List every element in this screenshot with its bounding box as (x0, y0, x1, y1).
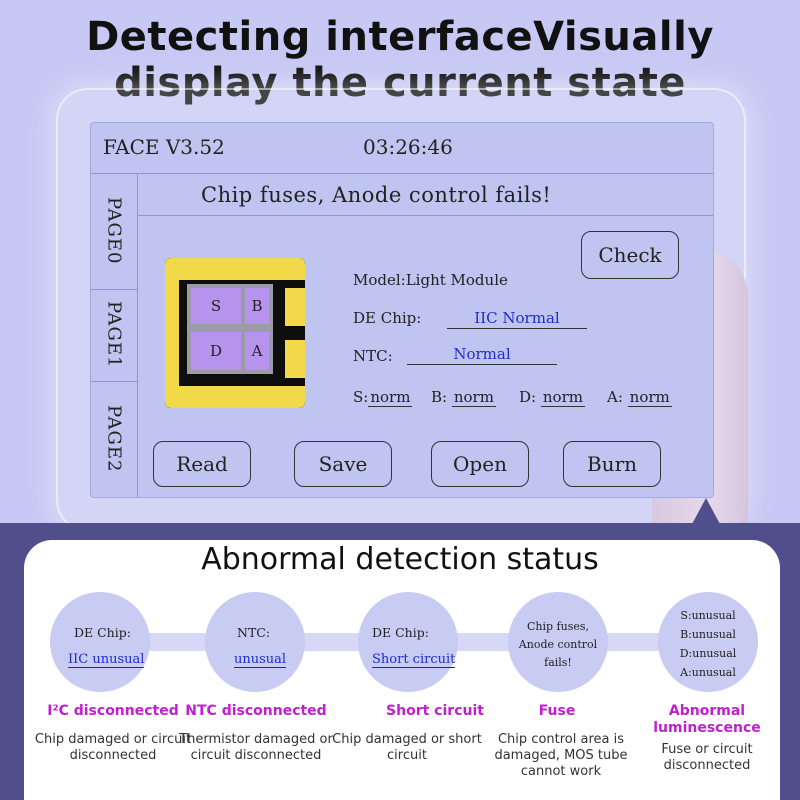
status-fuse: Fuse (538, 703, 576, 719)
tab-page0[interactable]: PAGE0 (91, 173, 137, 289)
node-2-value: unusual (234, 652, 287, 668)
ntc-label: NTC: (353, 347, 393, 365)
node-5-line-1: S:unusual (680, 609, 736, 622)
tab-page1-label: PAGE1 (103, 301, 125, 369)
chip-cell-d-label: D (209, 342, 223, 360)
segment-b-label: B: (431, 388, 448, 406)
chip-diagram: S B D A (165, 258, 305, 408)
segment-s-label: S: (353, 388, 369, 406)
status-abnormal-luminescence: Abnormal luminescence (653, 703, 761, 736)
open-button[interactable]: Open (431, 441, 529, 487)
status-short-circuit: Short circuit (386, 703, 484, 719)
node-5-text: S:unusual B:unusual D:unusual A:unusual (658, 606, 758, 682)
status-i2c-disconnected: I²C disconnected (47, 703, 179, 719)
read-button[interactable]: Read (153, 441, 251, 487)
headline-line-1: Detecting interfaceVisually (86, 14, 714, 60)
model-label: Model:Light Module (353, 271, 508, 289)
desc-fuse: Chip control area is damaged, MOS tube c… (494, 732, 628, 779)
status-node (508, 592, 608, 692)
status-node (205, 592, 305, 692)
ntc-value: Normal (407, 345, 557, 365)
segment-s-value: norm (368, 388, 413, 407)
chip-cell-a-label: A (251, 342, 263, 360)
device-screen: FACE V3.52 03:26:46 PAGE0 PAGE1 PAGE2 Ch… (90, 122, 714, 498)
node-3-label: DE Chip: (372, 625, 429, 640)
divider (137, 173, 138, 497)
segment-d: D: norm (519, 388, 585, 407)
segment-d-label: D: (519, 388, 537, 406)
segment-a: A: norm (607, 388, 672, 407)
divider (137, 215, 713, 216)
burn-button[interactable]: Burn (563, 441, 661, 487)
tab-page0-label: PAGE0 (103, 197, 125, 265)
de-chip-label: DE Chip: (353, 309, 422, 327)
tab-page2[interactable]: PAGE2 (91, 381, 137, 497)
headline-line-2: display the current state (114, 60, 686, 106)
segment-a-value: norm (627, 388, 672, 407)
de-chip-value: IIC Normal (447, 309, 587, 329)
segment-d-value: norm (540, 388, 585, 407)
chip-cell-b-label: B (251, 297, 263, 315)
check-button[interactable]: Check (581, 231, 679, 279)
node-2-label: NTC: (237, 625, 271, 640)
chip-pad (165, 280, 179, 386)
version-label: FACE V3.52 (103, 135, 225, 159)
save-button[interactable]: Save (294, 441, 392, 487)
segment-b: B: norm (431, 388, 496, 407)
abnormal-title: Abnormal detection status (201, 542, 599, 577)
node-4-line-3: fails! (544, 656, 572, 669)
desc-luminescence: Fuse or circuit disconnected (661, 742, 753, 773)
chip-pad (165, 386, 305, 408)
chip-pad (165, 258, 305, 280)
segment-a-label: A: (607, 388, 623, 406)
node-5-line-2: B:unusual (680, 628, 736, 641)
chip-pad (285, 288, 305, 326)
chip-cell-b: B (245, 288, 269, 324)
status-node (658, 592, 758, 692)
status-ntc-disconnected: NTC disconnected (185, 703, 327, 719)
node-5-line-3: D:unusual (679, 647, 737, 660)
desc-ntc: Thermistor damaged or circuit disconnect… (179, 732, 333, 763)
node-1-value: IIC unusual (68, 652, 145, 668)
chip-cell-s: S (191, 288, 241, 324)
tab-page1[interactable]: PAGE1 (91, 289, 137, 381)
status-message: Chip fuses, Anode control fails! (201, 183, 552, 207)
chip-cell-d: D (191, 332, 241, 370)
clock-time: 03:26:46 (363, 135, 453, 159)
pointer-arrow (692, 498, 720, 524)
node-4-text: Chip fuses, Anode control fails! (508, 618, 608, 672)
node-4-line-2: Anode control (518, 638, 598, 651)
tab-page2-label: PAGE2 (103, 405, 125, 473)
node-5-line-4: A:unusual (680, 666, 736, 679)
chip-cell-a: A (245, 332, 269, 370)
segment-b-value: norm (451, 388, 496, 407)
status-node (50, 592, 150, 692)
headline: Detecting interfaceVisually display the … (0, 14, 800, 106)
node-3-value: Short circuit (372, 652, 456, 668)
divider (91, 381, 137, 382)
divider (91, 173, 713, 174)
divider (91, 289, 137, 290)
desc-short: Chip damaged or short circuit (332, 732, 482, 763)
segment-s: S:norm (353, 388, 413, 407)
status-node (358, 592, 458, 692)
desc-i2c: Chip damaged or circuit disconnected (34, 732, 192, 763)
node-1-label: DE Chip: (74, 625, 131, 640)
chip-cell-s-label: S (210, 297, 222, 315)
node-4-line-1: Chip fuses, (526, 620, 589, 633)
chip-pad (285, 340, 305, 378)
